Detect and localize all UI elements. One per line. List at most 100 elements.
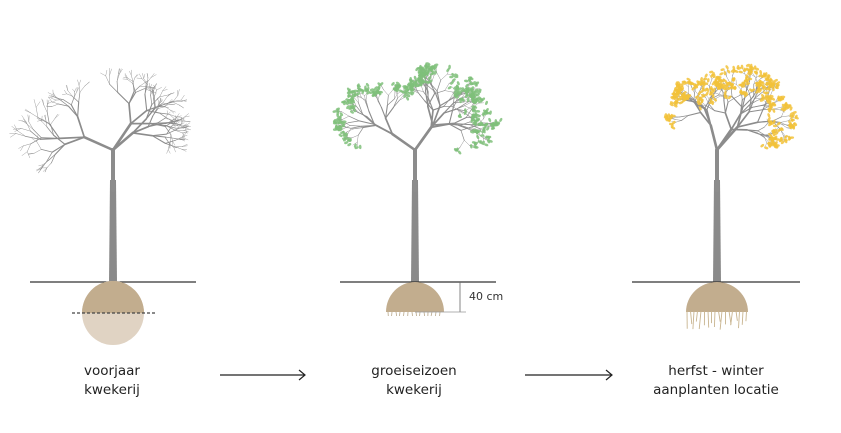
tree-branch <box>157 97 160 103</box>
tree-branch <box>149 88 151 96</box>
tree-branch <box>51 153 56 164</box>
tree-branch <box>182 135 188 138</box>
leaf <box>427 63 431 68</box>
leaf <box>365 82 370 87</box>
leaf <box>488 117 492 123</box>
tree-branch <box>780 123 788 129</box>
tree-branch <box>380 106 387 119</box>
tree-branch <box>67 105 79 118</box>
leaf <box>476 117 481 121</box>
leaf <box>482 140 485 145</box>
tree-branch <box>178 104 184 109</box>
tree-branch <box>21 120 27 125</box>
leaf <box>403 93 407 98</box>
tree-branch <box>132 83 136 93</box>
tree-branch <box>38 164 44 167</box>
tree-branch <box>148 83 151 89</box>
tree-branch <box>66 85 68 91</box>
tree-branch <box>168 113 176 120</box>
tree-branch <box>181 149 187 152</box>
tree-branch <box>30 130 41 140</box>
tree-branch <box>350 125 362 129</box>
tree-branch <box>171 141 173 146</box>
leaf <box>758 89 762 93</box>
tree-branch <box>385 106 395 119</box>
tree-branch <box>147 77 149 85</box>
tree-branch <box>675 120 682 123</box>
tree-branch <box>347 128 354 132</box>
leaf <box>347 93 350 98</box>
tree-branch <box>180 138 185 142</box>
tree-branch <box>741 95 755 109</box>
leaf <box>700 77 703 82</box>
tree-branch <box>111 122 133 152</box>
tree-branch <box>47 101 52 105</box>
tree-branch <box>158 122 168 125</box>
leaf <box>428 79 433 83</box>
tree-branch <box>150 87 154 91</box>
leaf <box>739 90 743 95</box>
leaf <box>717 80 720 85</box>
tree-branch <box>182 145 188 147</box>
tree-branch <box>436 79 442 92</box>
tree-branch <box>715 125 739 152</box>
tree-branch <box>70 96 75 106</box>
tree-branch <box>149 84 152 89</box>
leaf <box>723 70 727 76</box>
leaf <box>701 85 705 90</box>
tree-branch <box>419 93 426 102</box>
leaf <box>346 87 351 92</box>
tree-branch <box>179 118 185 120</box>
leaf <box>733 85 737 91</box>
tree-branch <box>436 90 441 107</box>
tree-branch <box>764 137 770 143</box>
leaf <box>349 105 352 110</box>
tree-branch <box>143 73 146 79</box>
leaf <box>768 108 772 113</box>
tree-branch <box>135 88 145 93</box>
tree-branch <box>377 94 380 101</box>
leaf <box>745 75 749 80</box>
leaf <box>730 82 734 88</box>
tree-branch <box>713 110 726 114</box>
tree-branch <box>109 68 112 76</box>
tree-branch <box>119 68 122 75</box>
tree-branch <box>24 110 31 113</box>
tree-branch <box>131 125 150 134</box>
leaf <box>394 85 398 91</box>
leaf <box>464 79 469 83</box>
leaf <box>727 86 732 90</box>
leaf <box>760 143 765 148</box>
tree-branch <box>764 137 768 144</box>
tree-branch <box>358 120 375 125</box>
tree-branch <box>53 94 61 100</box>
tree-branch <box>396 90 398 99</box>
leaf <box>779 127 784 131</box>
tree-branch <box>144 83 147 95</box>
tree-branch <box>391 132 417 152</box>
tree-branch <box>383 89 389 96</box>
tree-branch <box>427 93 436 107</box>
leaf <box>675 93 680 97</box>
leaf <box>670 113 674 119</box>
leaf <box>759 98 764 102</box>
tree-branch <box>33 99 37 108</box>
leaf <box>490 127 496 130</box>
tree-branch <box>449 93 454 100</box>
tree-branch <box>154 105 166 108</box>
tree-branch <box>185 122 191 127</box>
tree-branch <box>157 102 161 109</box>
tree-branch <box>134 74 139 78</box>
tree-branch <box>422 83 429 93</box>
leaf <box>676 87 681 92</box>
arrow-head-icon <box>605 369 613 381</box>
tree-branch <box>35 107 39 118</box>
tree-branch <box>153 84 157 91</box>
tree-branch <box>164 102 170 107</box>
leaf <box>375 89 379 94</box>
tree-branch <box>26 121 31 132</box>
leaf <box>408 78 413 83</box>
tree-branch <box>168 100 174 103</box>
leaf <box>406 93 411 98</box>
